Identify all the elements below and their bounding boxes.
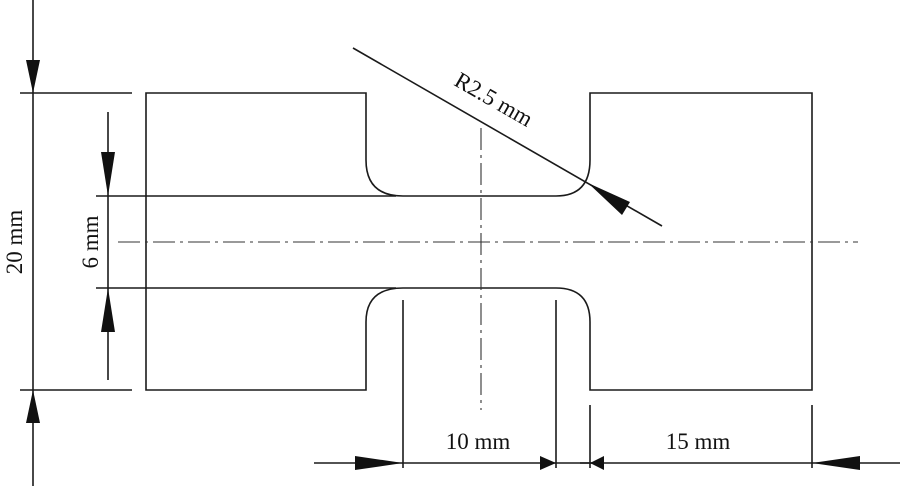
arrow-head (812, 456, 860, 470)
arrow-head (590, 456, 604, 470)
arrow-head (26, 60, 40, 93)
overall-width-label: 20 mm (2, 210, 27, 275)
overall-width-dimension: 20 mm (2, 0, 132, 486)
arrow-head (26, 390, 40, 423)
gauge-width-dimension: 6 mm (78, 112, 396, 380)
grip-length-label: 15 mm (666, 429, 731, 454)
fillet-radius-label: R2.5 mm (450, 67, 537, 131)
grip-length-dimension: 15 mm (580, 405, 900, 470)
arrow-head (101, 152, 115, 196)
arrow-head (588, 183, 630, 215)
fillet-radius-dimension: R2.5 mm (352, 47, 663, 227)
gauge-length-label: 10 mm (446, 429, 511, 454)
gauge-length-dimension: 10 mm (314, 300, 600, 470)
arrow-head (355, 456, 403, 470)
arrow-head (540, 456, 556, 470)
arrow-head (101, 288, 115, 332)
gauge-width-label: 6 mm (78, 215, 103, 268)
specimen-outline (145, 92, 813, 391)
